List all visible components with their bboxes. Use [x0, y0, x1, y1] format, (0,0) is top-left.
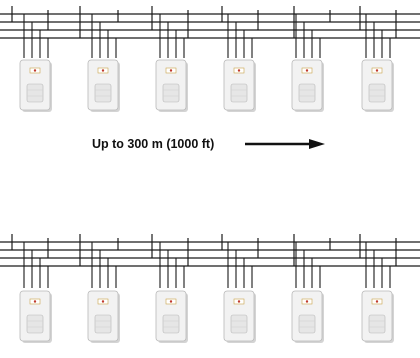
motion-detector [361, 242, 394, 343]
detector-lens [94, 83, 112, 103]
detector-lens [230, 83, 248, 103]
detector-lens [162, 314, 180, 334]
detector-led [169, 69, 173, 72]
detector-lens [230, 314, 248, 334]
motion-detector [291, 242, 324, 343]
right-arrow-icon [245, 139, 325, 149]
motion-detector [223, 14, 256, 112]
motion-detector [155, 242, 188, 343]
detector-led [33, 300, 37, 303]
motion-detector [87, 14, 120, 112]
detector-lens [26, 314, 44, 334]
detector-led [375, 69, 379, 72]
detector-lens [298, 314, 316, 334]
detector-lens [368, 314, 386, 334]
detector-led [375, 300, 379, 303]
detector-lens [162, 83, 180, 103]
detector-led [305, 69, 309, 72]
motion-detector [223, 242, 256, 343]
detector-led [237, 69, 241, 72]
detector-led [101, 69, 105, 72]
motion-detector [361, 14, 394, 112]
detector-lens [368, 83, 386, 103]
motion-detector [19, 14, 52, 112]
detector-led [305, 300, 309, 303]
bottom-bus [0, 234, 420, 343]
detector-led [101, 300, 105, 303]
detector-led [237, 300, 241, 303]
top-bus [0, 6, 420, 112]
motion-detector [87, 242, 120, 343]
motion-detector [19, 242, 52, 343]
detector-lens [94, 314, 112, 334]
detector-led [169, 300, 173, 303]
detector-led [33, 69, 37, 72]
distance-caption: Up to 300 m (1000 ft) [92, 137, 215, 151]
motion-detector [291, 14, 324, 112]
detector-lens [298, 83, 316, 103]
motion-detector [155, 14, 188, 112]
detector-lens [26, 83, 44, 103]
